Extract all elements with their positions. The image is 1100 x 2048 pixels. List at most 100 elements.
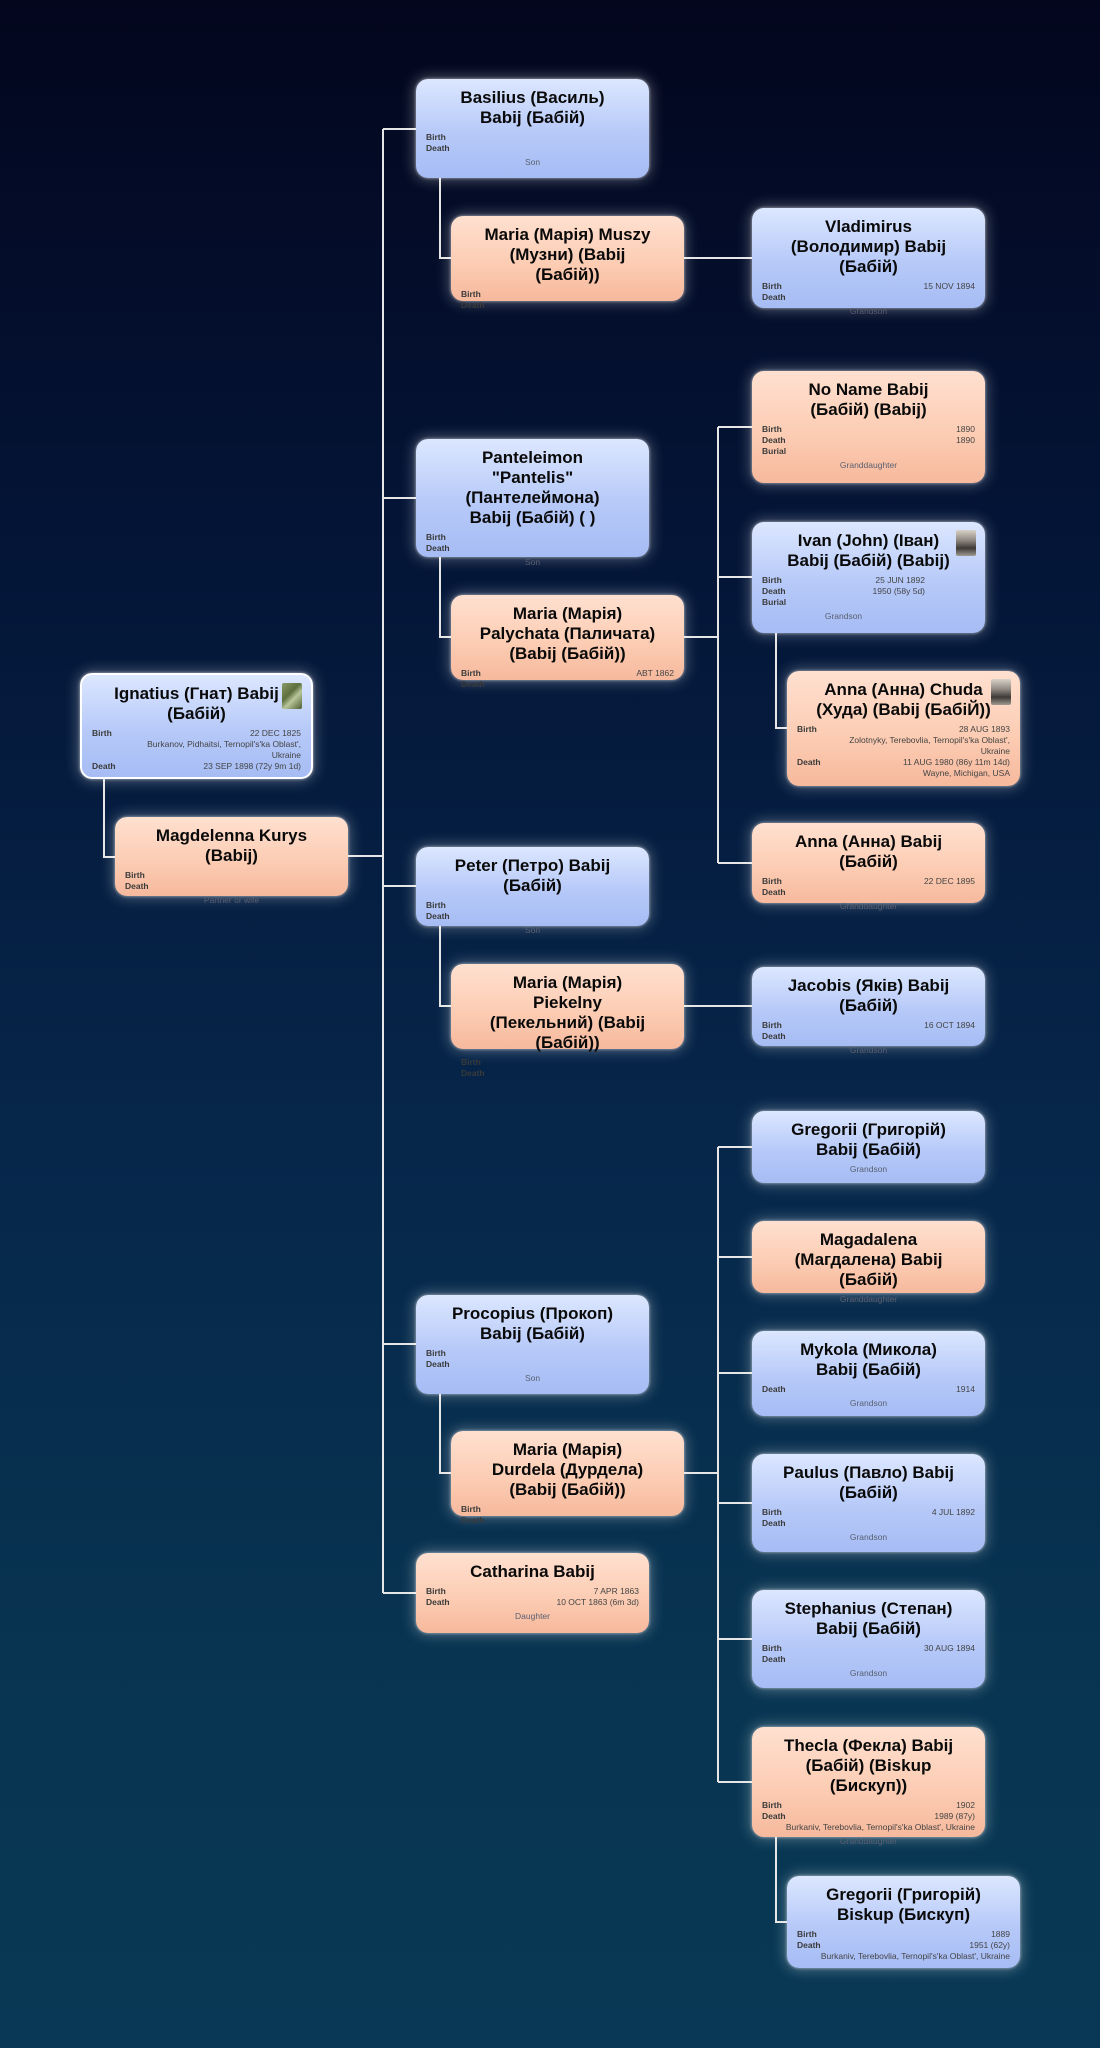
person-card-gregorii-biskup[interactable]: Gregorii (Григорій) Biskup (Бискуп) Birt…: [787, 1876, 1020, 1968]
person-name: Ivan (John) (Іван) Babij (Бабій) (Babij): [787, 531, 950, 570]
death-label: Death: [426, 1359, 450, 1369]
portrait-photo-icon: [956, 530, 976, 556]
birth-place: Zolotnyky, Terebovlia, Ternopil's'ka Obl…: [849, 735, 1010, 756]
relation-label: Grandson: [849, 1164, 888, 1174]
person-name: Peter (Петро) Babij (Бабій): [454, 856, 611, 895]
relation-label: Grandson: [849, 1045, 888, 1055]
spouse-connector: [775, 1837, 787, 1923]
spouse-connector: [775, 633, 787, 729]
birth-label: Birth: [762, 1800, 782, 1810]
death-label: Death: [426, 143, 450, 153]
birth-label: Birth: [762, 424, 782, 434]
person-name: Magdelenna Kurys (Babij): [155, 826, 308, 865]
person-name: Stephanius (Степан) Babij (Бабій): [784, 1599, 953, 1638]
spouse-connector: [439, 1394, 451, 1474]
relation-label: Grandson: [849, 306, 888, 316]
spouse-connector: [439, 178, 451, 259]
person-card-ivan[interactable]: Ivan (John) (Іван) Babij (Бабій) (Babij)…: [752, 522, 985, 633]
person-card-maria-palychata[interactable]: Maria (Марія) Palychata (Паличата) (Babi…: [451, 595, 684, 689]
birth-label: Birth: [461, 1057, 481, 1067]
relation-label: Son: [524, 925, 541, 935]
birth-label: Birth: [426, 900, 446, 910]
birth-label: Birth: [762, 876, 782, 886]
person-name: Maria (Марія) Piekelny (Пекельний) (Babi…: [489, 973, 646, 1052]
birth-date: 1889: [991, 1929, 1010, 1939]
person-name: Procopius (Прокоп) Babij (Бабій): [451, 1304, 614, 1343]
death-label: Death: [426, 1597, 450, 1607]
person-name: Anna (Анна) Babij (Бабій): [794, 832, 943, 871]
person-name: Maria (Марія) Muszy (Музни) (Babij (Бабі…: [484, 225, 651, 284]
person-card-peter[interactable]: Peter (Петро) Babij (Бабій) Birth Death …: [416, 847, 649, 935]
birth-label: Birth: [762, 575, 782, 585]
person-name: Magadalena (Магдалена) Babij (Бабій): [794, 1230, 943, 1289]
birth-date: 1902: [956, 1800, 975, 1810]
person-card-panteleimon[interactable]: Panteleimon "Pantelis" (Пантелеймона) Ba…: [416, 439, 649, 567]
birth-date: 22 DEC 1895: [923, 876, 975, 886]
person-name: Maria (Марія) Durdela (Дурдела) (Babij (…: [491, 1440, 644, 1499]
relation-label: Granddaughter: [839, 1836, 898, 1846]
birth-label: Birth: [797, 1929, 817, 1939]
relation-label: Son: [524, 557, 541, 567]
birth-label: Birth: [461, 1504, 481, 1514]
relation-label: Son: [524, 1373, 541, 1383]
person-card-maria-piekelny[interactable]: Maria (Марія) Piekelny (Пекельний) (Babi…: [451, 964, 684, 1078]
person-card-thecla[interactable]: Thecla (Фекла) Babij (Бабій) (Biskup (Би…: [752, 1727, 985, 1846]
birth-label: Birth: [762, 1020, 782, 1030]
person-card-maria-muszy[interactable]: Maria (Марія) Muszy (Музни) (Babij (Бабі…: [451, 216, 684, 310]
birth-date: 30 AUG 1894: [923, 1643, 975, 1653]
portrait-photo-icon: [282, 683, 302, 709]
death-label: Death: [762, 887, 786, 897]
death-label: Death: [762, 1384, 786, 1394]
birth-label: Birth: [426, 132, 446, 142]
person-name: Thecla (Фекла) Babij (Бабій) (Biskup (Би…: [783, 1736, 954, 1795]
death-label: Death: [461, 1515, 485, 1525]
person-card-vladimirus[interactable]: Vladimirus (Володимир) Babij (Бабій) Bir…: [752, 208, 985, 316]
birth-label: Birth: [461, 289, 481, 299]
person-card-anna-babij[interactable]: Anna (Анна) Babij (Бабій) Birth 22 DEC 18…: [752, 823, 985, 911]
person-card-basilius[interactable]: Basilius (Василь) Babij (Бабій) Birth De…: [416, 79, 649, 178]
death-date: 23 SEP 1898 (72y 9m 1d): [203, 761, 301, 771]
death-label: Death: [762, 292, 786, 302]
person-name: Anna (Анна) Chuda (Худа) (Babij (БабіЙ)): [816, 680, 991, 719]
birth-date: 22 DEC 1825: [249, 728, 301, 738]
relation-label: Grandson: [824, 611, 863, 621]
birth-label: Birth: [426, 1348, 446, 1358]
death-place: Wayne, Michigan, USA: [922, 768, 1010, 778]
person-card-magadalena[interactable]: Magadalena (Магдалена) Babij (Бабій) Gra…: [752, 1221, 985, 1304]
person-card-anna-chuda[interactable]: Anna (Анна) Chuda (Худа) (Babij (БабіЙ))…: [787, 671, 1020, 786]
person-name: Catharina Babij: [470, 1562, 595, 1581]
relation-label: Grandson: [849, 1532, 888, 1542]
death-place: Burkaniv, Terebovlia, Ternopil's'ka Obla…: [820, 1951, 1010, 1961]
spouse-connector: [103, 779, 115, 858]
relation-label: Grandson: [849, 1668, 888, 1678]
person-name: Panteleimon "Pantelis" (Пантелеймона) Ba…: [465, 448, 600, 527]
person-name: Ignatius (Гнат) Babij (Бабій): [114, 684, 279, 723]
birth-date: 15 NOV 1894: [923, 281, 975, 291]
person-card-maria-durdela[interactable]: Maria (Марія) Durdela (Дурдела) (Babij (…: [451, 1431, 684, 1525]
relation-label: Daughter: [515, 1611, 550, 1621]
person-card-procopius[interactable]: Procopius (Прокоп) Babij (Бабій) Birth D…: [416, 1295, 649, 1394]
death-label: Death: [762, 1811, 786, 1821]
death-date: 1890: [956, 435, 975, 445]
birth-label: Birth: [762, 281, 782, 291]
relation-label: Partner or wife: [203, 895, 260, 905]
death-date: 1989 (87y): [934, 1811, 975, 1821]
person-card-magdelenna[interactable]: Magdelenna Kurys (Babij) Birth Death Par…: [115, 817, 348, 905]
birth-label: Birth: [461, 668, 481, 678]
person-name: Mykola (Микола) Babij (Бабій): [800, 1340, 937, 1379]
person-card-gregorii[interactable]: Gregorii (Григорій) Babij (Бабій) Grands…: [752, 1111, 985, 1183]
birth-date: 25 JUN 1892: [875, 575, 925, 585]
death-label: Death: [762, 1031, 786, 1041]
birth-date: ABT 1862: [636, 668, 674, 678]
spouse-connector: [439, 926, 451, 1007]
relation-label: Granddaughter: [839, 901, 898, 911]
death-date: 10 OCT 1863 (6m 3d): [556, 1597, 639, 1607]
